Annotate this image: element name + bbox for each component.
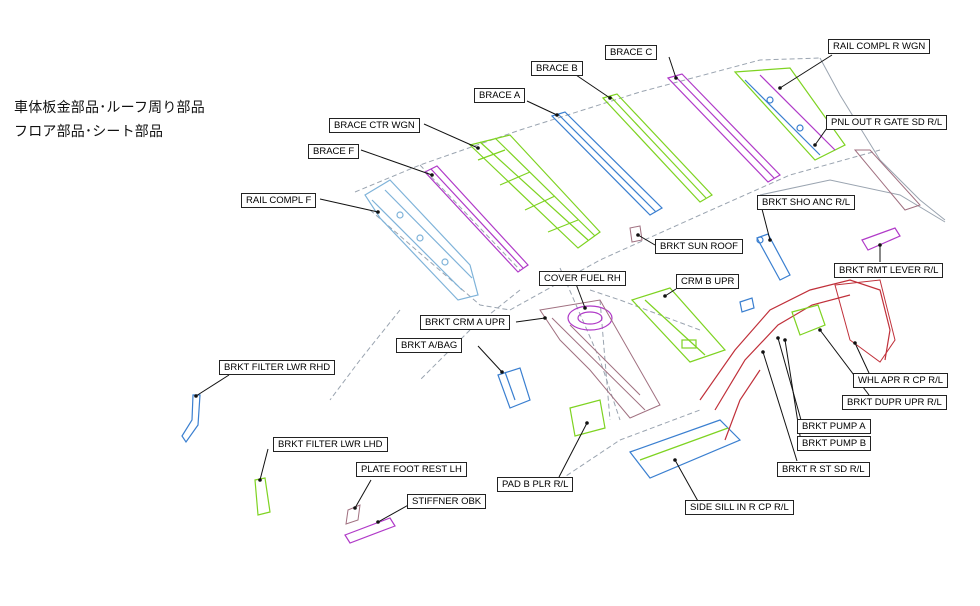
brkt-dupr-upr-part — [791, 304, 826, 336]
label-brkt-rmt-lever: BRKT RMT LEVER R/L — [834, 263, 944, 278]
pnl-out-r-gate-sd-part — [853, 149, 921, 211]
label-brkt-sun-roof: BRKT SUN ROOF — [655, 239, 743, 254]
label-brkt-sho-anc: BRKT SHO ANC R/L — [757, 195, 855, 210]
rear-gate-outline — [759, 57, 946, 223]
rail-compl-f-part — [364, 179, 479, 301]
label-brkt-filter-lwr-lhd: BRKT FILTER LWR LHD — [273, 437, 388, 452]
label-plate-foot-rest-lh: PLATE FOOT REST LH — [356, 462, 467, 477]
plate-foot-rest-lh-part — [345, 504, 361, 525]
crm-b-upr-part — [630, 287, 727, 363]
label-stiffner-obk: STIFFNER OBK — [407, 494, 487, 509]
label-pad-b-plr: PAD B PLR R/L — [497, 477, 574, 492]
label-brace-ctr-wgn: BRACE CTR WGN — [329, 118, 420, 133]
diagram-heading-floor-seat: フロア部品･シート部品 — [14, 124, 164, 140]
brkt-crm-a-upr-part — [539, 299, 661, 419]
label-brkt-filter-lwr-rhd: BRKT FILTER LWR RHD — [219, 360, 336, 375]
brace-c-part — [666, 73, 781, 183]
label-brace-f: BRACE F — [308, 144, 360, 159]
brkt-pump-part — [739, 297, 755, 313]
label-cover-fuel-rh: COVER FUEL RH — [539, 271, 626, 286]
label-brace-c: BRACE C — [605, 45, 658, 60]
brkt-rmt-lever-part — [861, 227, 901, 251]
label-brkt-dupr-upr: BRKT DUPR UPR R/L — [842, 395, 947, 410]
label-brkt-r-st-sd: BRKT R ST SD R/L — [777, 462, 870, 477]
label-rail-compl-f: RAIL COMPL F — [241, 193, 317, 208]
brkt-sun-roof-part — [629, 225, 643, 243]
leader-dots — [194, 76, 882, 524]
brace-f-part — [424, 165, 529, 273]
side-sill-in-r-cp-part — [629, 419, 742, 479]
stiffner-obk-part — [344, 517, 396, 544]
label-crm-b-upr: CRM B UPR — [676, 274, 740, 289]
rail-compl-r-wgn-part — [733, 67, 846, 161]
label-whl-apr-r-cp: WHL APR R CP R/L — [853, 373, 948, 388]
label-brkt-a-bag: BRKT A/BAG — [396, 338, 463, 353]
roof-outline — [329, 57, 881, 481]
brkt-a-bag-part — [497, 367, 531, 409]
whl-apr-r-cp-part — [834, 279, 896, 363]
brkt-r-st-sd-part — [699, 279, 891, 441]
label-brace-a: BRACE A — [474, 88, 526, 103]
brkt-filter-lwr-lhd-part — [254, 477, 271, 516]
pad-b-plr-part — [569, 399, 606, 437]
diagram-heading-body-roof: 車体板金部品･ルーフ周り部品 — [14, 100, 205, 116]
cover-fuel-rh-part — [567, 305, 613, 331]
brkt-filter-lwr-rhd-part — [181, 394, 201, 444]
brkt-sho-anc-part — [756, 233, 791, 281]
label-brkt-pump-b: BRKT PUMP B — [797, 436, 872, 451]
brace-ctr-wgn-part — [468, 134, 601, 249]
label-brace-b: BRACE B — [531, 61, 583, 76]
label-brkt-pump-a: BRKT PUMP A — [797, 419, 871, 434]
label-side-sill-in-r-cp: SIDE SILL IN R CP R/L — [685, 500, 794, 515]
brace-b-part — [601, 93, 713, 203]
label-brkt-crm-a-upr: BRKT CRM A UPR — [420, 315, 511, 330]
label-rail-compl-r-wgn: RAIL COMPL R WGN — [828, 39, 931, 54]
brace-a-part — [550, 111, 663, 216]
label-pnl-out-r-gate-sd: PNL OUT R GATE SD R/L — [826, 115, 948, 130]
